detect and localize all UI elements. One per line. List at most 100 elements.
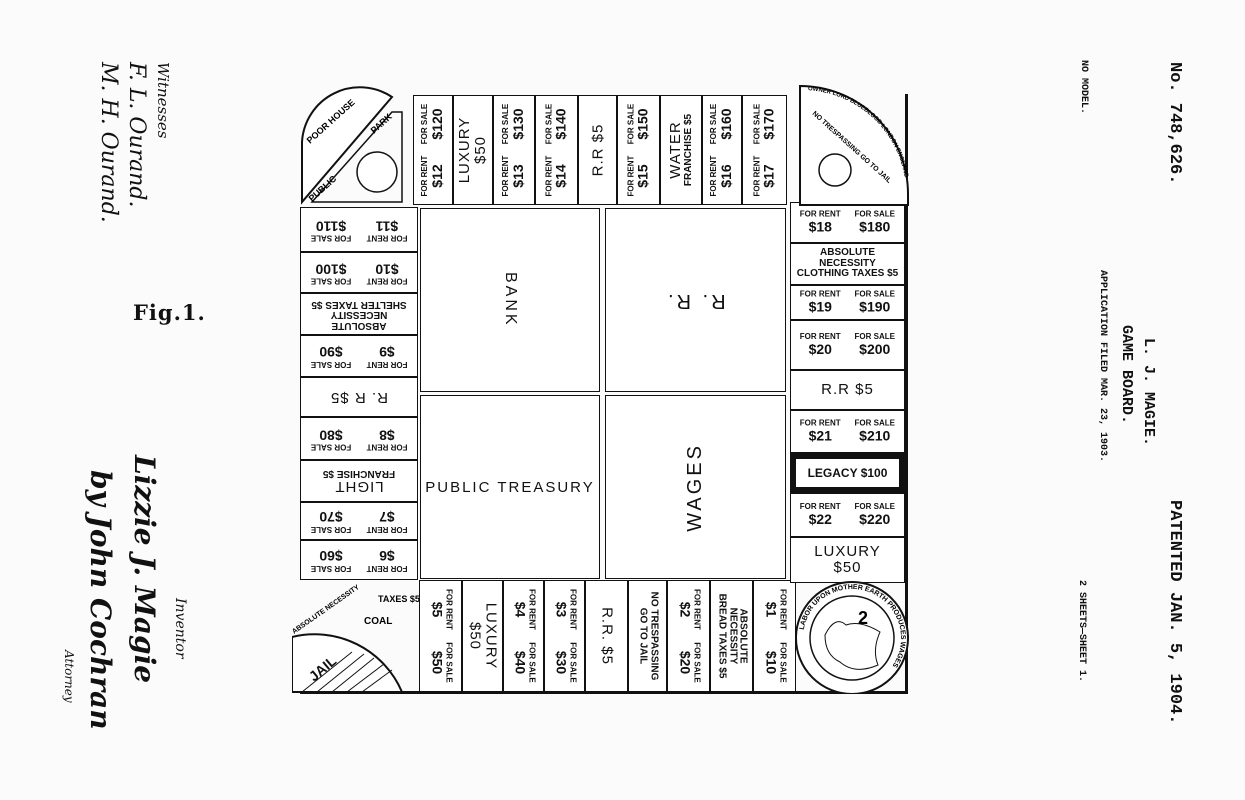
space-label: GO TO JAIL — [637, 608, 648, 665]
board-space: FOR RENT$3FOR SALE$30 — [544, 580, 585, 692]
space-label: R.R $5 — [590, 124, 606, 177]
mother-earth-corner: LABOR UPON MOTHER EARTH PRODUCES WAGES 2 — [790, 580, 910, 694]
sale-price: $180 — [859, 219, 890, 234]
inventor-signature: Lizzie J. Magie — [128, 455, 161, 683]
board-space: FOR RENT$15FOR SALE$150 — [617, 95, 660, 205]
game-board: BANK R. R. PUBLIC TREASURY WAGES FOR REN… — [282, 82, 908, 694]
space-label: $50 — [833, 560, 861, 576]
board-space: R.R. $5 — [585, 580, 628, 692]
for-sale-group: FOR SALE$90 — [303, 344, 359, 367]
for-sale-group: FOR SALE$20 — [677, 636, 700, 689]
space-label: R.R $5 — [821, 382, 874, 398]
board-space: R.R $5 — [790, 370, 905, 410]
attorney-label: Attorney — [62, 650, 76, 703]
public-treasury-label: PUBLIC TREASURY — [425, 479, 595, 496]
for-sale-label: FOR SALE — [311, 359, 351, 367]
sale-price: $150 — [635, 108, 650, 139]
rent-price: $14 — [553, 164, 568, 187]
patent-date: PATENTED JAN. 5, 1904. — [1165, 500, 1184, 724]
sale-price: $130 — [511, 108, 526, 139]
for-rent-group: FOR RENT$6 — [359, 548, 415, 571]
rent-price: $19 — [809, 299, 832, 314]
space-label: FRANCHISE $5 — [684, 114, 695, 186]
board-space: LUXURY$50 — [462, 580, 503, 692]
space-label: NO TRESPASSING — [648, 592, 659, 681]
sale-price: $90 — [319, 344, 342, 359]
sale-price: $140 — [553, 108, 568, 139]
space-label: ABSOLUTE NECESSITY — [303, 309, 415, 330]
invention-title: GAME BOARD. — [1118, 325, 1135, 424]
for-rent-label: FOR RENT — [367, 524, 408, 532]
for-sale-group: FOR SALE$130 — [502, 98, 525, 150]
wages-label: WAGES — [684, 443, 707, 532]
for-sale-group: FOR SALE$170 — [753, 98, 776, 150]
sale-price: $60 — [319, 548, 342, 563]
attorney-signature: by John Cochran — [84, 470, 117, 730]
railroad-label: R. R. — [665, 289, 726, 312]
wages-square: WAGES — [605, 395, 786, 579]
witness-signature: M. H. Ourand. — [96, 62, 121, 223]
for-rent-group: FOR RENT$18 — [793, 211, 848, 234]
no-model: NO MODEL. — [1078, 60, 1089, 114]
for-rent-group: FOR RENT$20 — [793, 333, 848, 356]
board-space: FOR RENT$6FOR SALE$60 — [300, 540, 418, 580]
for-sale-group: FOR SALE$80 — [303, 427, 359, 450]
for-sale-group: FOR SALE$120 — [421, 98, 444, 150]
for-sale-group: FOR SALE$140 — [545, 98, 568, 150]
space-label: ABSOLUTE NECESSITY — [793, 248, 902, 269]
rent-price: $10 — [375, 261, 398, 276]
space-label: LIGHT — [334, 478, 383, 494]
witnesses-label: Witnesses — [154, 62, 172, 139]
board-space: FOR RENT$21FOR SALE$210 — [790, 410, 905, 453]
board-space: FOR RENT$7FOR SALE$70 — [300, 502, 418, 540]
sale-price: $170 — [761, 108, 776, 139]
for-sale-group: FOR SALE$10 — [763, 636, 786, 689]
board-space: ABSOLUTE NECESSITYBREAD TAXES $5 — [710, 580, 753, 692]
rent-price: $20 — [809, 342, 832, 357]
rent-price: $9 — [379, 344, 395, 359]
patent-number: No. 748,626. — [1165, 62, 1184, 184]
space-label: ABSOLUTE NECESSITY — [726, 583, 747, 689]
rent-price: $16 — [719, 164, 734, 187]
sale-price: $100 — [315, 261, 346, 276]
sale-price: $220 — [859, 512, 890, 527]
for-sale-group: FOR SALE$110 — [303, 218, 359, 241]
for-rent-group: FOR RENT$19 — [793, 291, 848, 314]
for-rent-group: FOR RENT$12 — [421, 150, 444, 202]
bank-label: BANK — [501, 272, 519, 328]
rent-price: $3 — [553, 602, 568, 618]
rent-price: $2 — [677, 602, 692, 618]
for-rent-group: FOR RENT$8 — [359, 427, 415, 450]
inventor-name: L. J. MAGIE. — [1140, 338, 1157, 446]
board-space: FOR RENT$14FOR SALE$140 — [535, 95, 578, 205]
railroad-square: R. R. — [605, 208, 786, 392]
for-sale-label: FOR SALE — [311, 524, 351, 532]
for-sale-group: FOR SALE$210 — [848, 420, 903, 443]
board-space: WATERFRANCHISE $5 — [660, 95, 702, 205]
for-rent-group: FOR RENT$15 — [627, 150, 650, 202]
for-sale-group: FOR SALE$50 — [429, 636, 452, 689]
rent-price: $12 — [430, 164, 445, 187]
for-sale-group: FOR SALE$70 — [303, 509, 359, 532]
board-space: ABSOLUTE NECESSITYCLOTHING TAXES $5 — [790, 243, 905, 285]
space-label: FRANCHISE $5 — [323, 468, 395, 479]
jail-coal-corner: ABSOLUTE NECESSITY COAL TAXES $5 JAIL — [292, 582, 432, 694]
rent-price: $18 — [809, 219, 832, 234]
board-space: LUXURY$50 — [453, 95, 493, 205]
application-filed: APPLICATION FILED MAR. 23, 1903. — [1097, 270, 1108, 462]
rent-price: $17 — [761, 164, 776, 187]
sale-price: $80 — [319, 427, 342, 442]
board-space: LEGACY $100 — [790, 453, 905, 493]
bank-square: BANK — [420, 208, 600, 392]
lord-blueblood-corner: OWNER LORD BLUEBLOOD LONDON ENGLAND NO T… — [790, 82, 910, 207]
corner-number: 2 — [858, 608, 868, 628]
rent-price: $15 — [635, 164, 650, 187]
board-space: FOR RENT$9FOR SALE$90 — [300, 335, 418, 377]
sale-price: $160 — [719, 108, 734, 139]
for-rent-group: FOR RENT$10 — [359, 261, 415, 284]
for-rent-group: FOR RENT$1 — [763, 583, 786, 636]
space-label: LUXURY — [457, 117, 473, 184]
space-label: LEGACY $100 — [808, 467, 888, 480]
for-sale-group: FOR SALE$100 — [303, 261, 359, 284]
for-sale-group: FOR SALE$30 — [553, 636, 576, 689]
